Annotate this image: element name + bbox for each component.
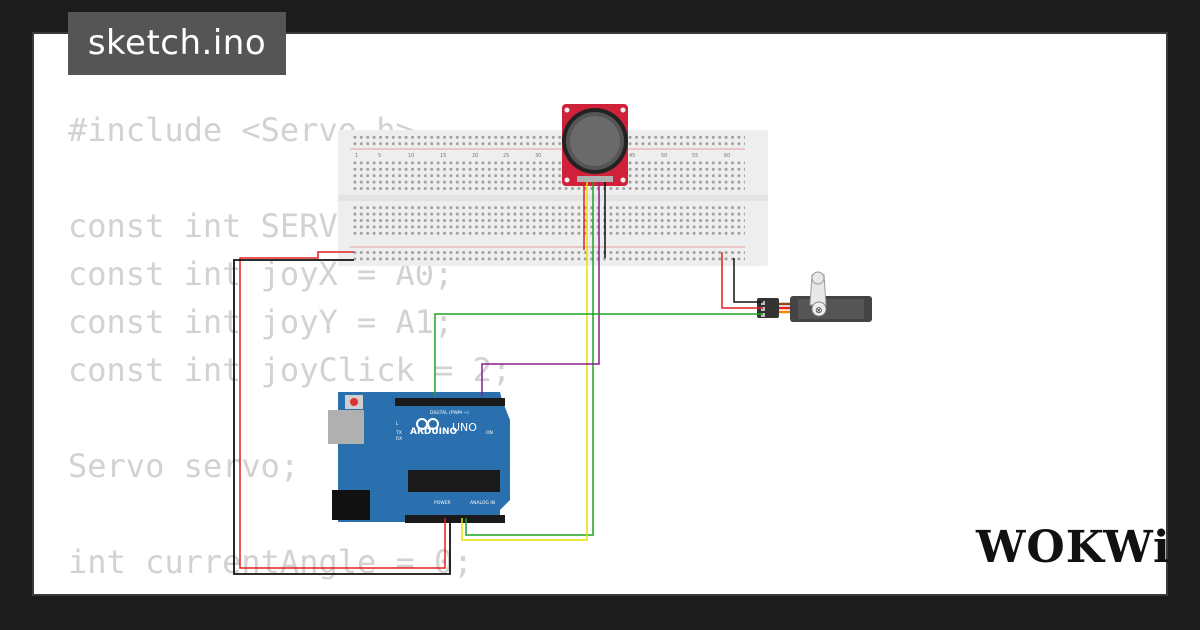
arduino-digital-label: DIGITAL (PWM ~) (430, 410, 469, 416)
wires (233, 182, 763, 575)
breadboard-col-label: 30 (535, 153, 541, 159)
breadboard-col-label: 10 (408, 153, 414, 159)
breadboard-col-label: 15 (440, 153, 446, 159)
arduino-brand-text: ARDUINO (410, 427, 458, 437)
wokwi-logo: WOKWi (976, 522, 1171, 573)
led-on-label: ON (486, 430, 493, 436)
breadboard-col-label: 20 (472, 153, 478, 159)
breadboard[interactable]: 1 5 10 15 20 25 30 35 40 45 50 55 60 (338, 130, 768, 266)
arduino-analog-label: ANALOG IN (470, 500, 495, 506)
infinity-icon (416, 418, 439, 430)
servo-motor-icon[interactable]: ⊗ (757, 271, 872, 322)
arduino-model-text: UNO (452, 421, 477, 434)
breadboard-col-label: 5 (378, 153, 381, 159)
file-tab[interactable]: sketch.ino (68, 12, 286, 75)
code-line: int oldAngle = 0; (68, 586, 530, 594)
code-line: const int joyClick = 2; (68, 351, 512, 389)
led-tx-label: TX (395, 430, 402, 436)
led-rx-label: RX (396, 436, 402, 442)
led-l-label: L (396, 421, 399, 427)
breadboard-col-label: 55 (692, 153, 698, 159)
breadboard-col-label: 25 (503, 153, 509, 159)
code-line: Servo servo; (68, 447, 300, 485)
arduino-power-label: POWER (434, 500, 451, 506)
breadboard-col-label: 50 (661, 153, 667, 159)
svg-text:⊗: ⊗ (815, 306, 823, 316)
breadboard-col-label: 60 (724, 153, 730, 159)
breadboard-col-label: 45 (629, 153, 635, 159)
joystick-module-icon[interactable] (562, 104, 628, 186)
arduino-uno-board[interactable]: ARDUINO UNO DIGITAL (PWM ~) POWER ANALOG… (328, 392, 510, 523)
breadboard-col-label: 1 (355, 153, 358, 159)
code-line: const int joyY = A1; (68, 303, 454, 341)
